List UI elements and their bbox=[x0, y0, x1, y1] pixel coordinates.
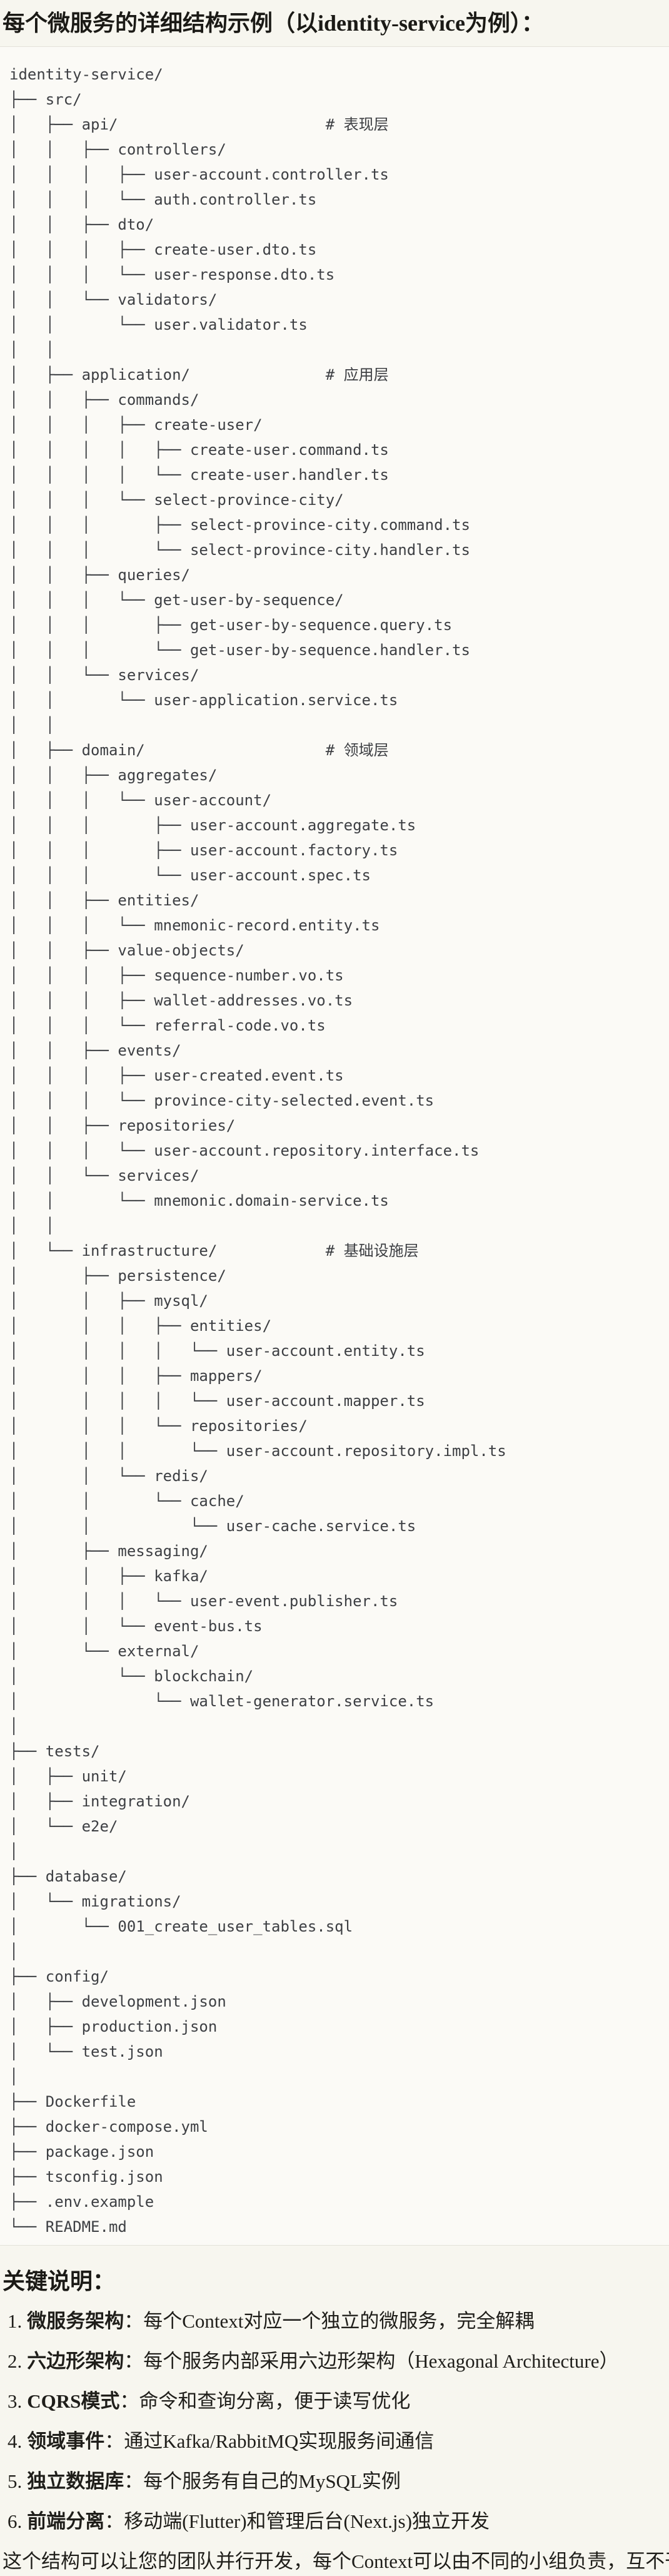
item-label: 微服务架构 bbox=[27, 2310, 124, 2332]
item-label: 前端分离 bbox=[27, 2510, 105, 2532]
item-text: ：每个服务有自己的MySQL实例 bbox=[124, 2470, 401, 2492]
key-note-item: 1.微服务架构：每个Context对应一个独立的微服务，完全解耦 bbox=[3, 2308, 663, 2335]
key-note-item: 3.CQRS模式：命令和查询分离，便于读写优化 bbox=[3, 2388, 663, 2415]
item-number: 2. bbox=[8, 2350, 23, 2372]
key-note-item: 4.领域事件：通过Kafka/RabbitMQ实现服务间通信 bbox=[3, 2428, 663, 2455]
item-text: ：每个服务内部采用六边形架构（Hexagonal Architecture） bbox=[124, 2350, 619, 2372]
item-number: 5. bbox=[8, 2470, 23, 2492]
item-number: 1. bbox=[8, 2310, 23, 2332]
item-text: ：命令和查询分离，便于读写优化 bbox=[119, 2390, 411, 2412]
key-notes-heading: 关键说明： bbox=[3, 2269, 116, 2294]
item-text: ：通过Kafka/RabbitMQ实现服务间通信 bbox=[104, 2430, 435, 2452]
closing-paragraph: 这个结构可以让您的团队并行开发，每个Context可以由不同的小组负责，互不干扰… bbox=[3, 2550, 669, 2572]
item-label: 六边形架构 bbox=[27, 2350, 124, 2372]
key-notes-section: 关键说明： 1.微服务架构：每个Context对应一个独立的微服务，完全解耦 2… bbox=[0, 2246, 669, 2575]
item-text: ：移动端(Flutter)和管理后台(Next.js)独立开发 bbox=[104, 2510, 490, 2532]
item-label: 领域事件 bbox=[27, 2430, 105, 2452]
key-note-item: 5.独立数据库：每个服务有自己的MySQL实例 bbox=[3, 2468, 663, 2495]
item-number: 3. bbox=[8, 2390, 23, 2412]
item-label: CQRS模式 bbox=[27, 2390, 120, 2412]
code-block: identity-service/ ├── src/ │ ├── api/ # … bbox=[0, 47, 669, 2246]
key-note-item: 6.前端分离：移动端(Flutter)和管理后台(Next.js)独立开发 bbox=[3, 2508, 663, 2535]
message-header: 每个微服务的详细结构示例（以identity-service为例）： bbox=[0, 0, 669, 47]
key-note-item: 2.六边形架构：每个服务内部采用六边形架构（Hexagonal Architec… bbox=[3, 2348, 663, 2375]
page-title: 每个微服务的详细结构示例（以identity-service为例）： bbox=[3, 11, 544, 36]
item-number: 4. bbox=[8, 2430, 23, 2452]
directory-tree: identity-service/ ├── src/ │ ├── api/ # … bbox=[9, 66, 506, 2236]
item-number: 6. bbox=[8, 2510, 23, 2532]
item-text: ：每个Context对应一个独立的微服务，完全解耦 bbox=[124, 2310, 535, 2332]
item-label: 独立数据库 bbox=[27, 2470, 124, 2492]
